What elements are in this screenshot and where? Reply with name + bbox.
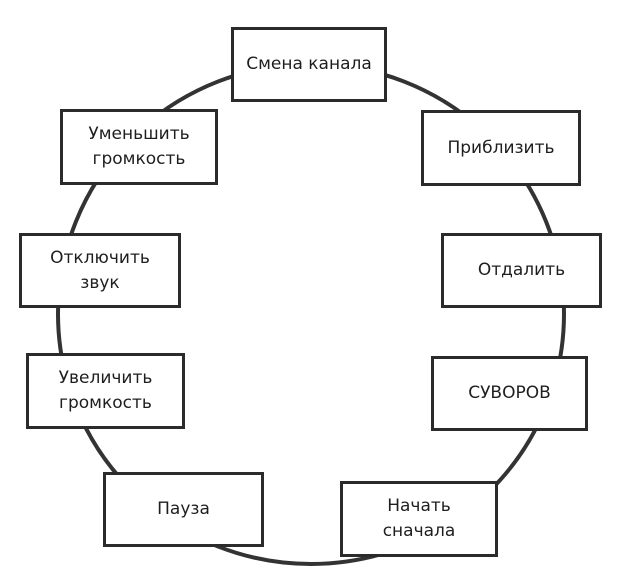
node-zoom-in: Приблизить (421, 110, 581, 186)
node-mute: Отключить звук (19, 233, 181, 308)
node-label: СУВОРОВ (468, 383, 551, 403)
node-change-channel: Смена канала (231, 27, 387, 102)
node-label: Приблизить (447, 137, 555, 158)
node-volume-down: Уменьшить громкость (60, 109, 218, 185)
node-label: Отключить звук (50, 247, 150, 293)
node-label: Начать сначала (382, 496, 456, 541)
node-label: Уменьшить громкость (88, 124, 190, 169)
node-label: Увеличить громкость (58, 368, 153, 413)
node-label: Пауза (157, 499, 210, 519)
node-suvorov: СУВОРОВ (431, 356, 588, 431)
node-restart: Начать сначала (340, 481, 498, 557)
node-label: Смена канала (246, 54, 372, 74)
node-pause: Пауза (103, 472, 264, 547)
node-label: Отдалить (477, 260, 566, 280)
node-volume-up: Увеличить громкость (26, 353, 185, 429)
node-zoom-out: Отдалить (441, 233, 602, 308)
